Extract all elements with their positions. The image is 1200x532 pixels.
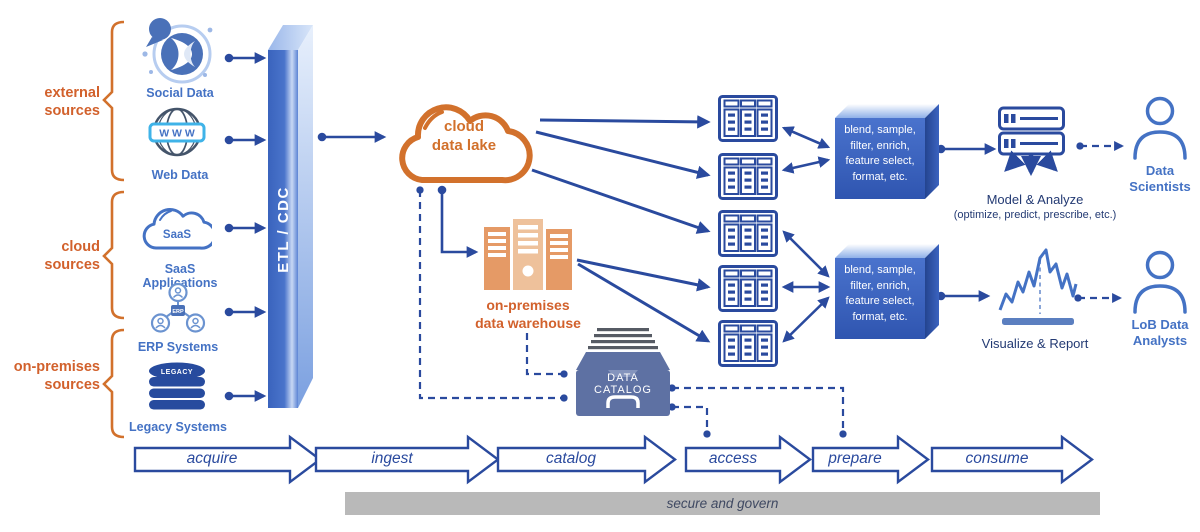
prepare-line: feature select, — [845, 155, 915, 168]
social-data-icon — [142, 18, 213, 84]
table-cube-arrows — [781, 126, 831, 343]
legacy-icon: LEGACY — [149, 362, 205, 410]
secure-govern-bar: secure and govern — [345, 492, 1100, 515]
data-catalog-label: DATA CATALOG — [594, 372, 652, 396]
etl-bar-label: ETL / CDC — [274, 185, 292, 273]
source-label-erp: ERP Systems — [137, 340, 219, 354]
lob-analysts-label: LoB Data Analysts — [1131, 317, 1189, 349]
prepare-cube-1: blend, sample, filter, enrich, feature s… — [833, 104, 939, 199]
secure-govern-label: secure and govern — [666, 496, 779, 511]
web-data-icon: W W W — [148, 107, 206, 157]
prepare-line: format, etc. — [852, 170, 908, 183]
fanout-arrows — [531, 115, 711, 343]
table-icon-1 — [718, 95, 778, 142]
model-analyze-icon — [998, 106, 1065, 177]
erp-hub-text: ERP — [172, 309, 184, 315]
group-brackets — [102, 20, 125, 439]
www-badge-text: W W W — [159, 128, 195, 140]
data-scientists-label: Data Scientists — [1129, 163, 1191, 195]
source-label-legacy: Legacy Systems — [129, 420, 227, 434]
group-label-onpremises: on-premises sources — [13, 359, 100, 394]
cloud-to-warehouse-arrow — [437, 185, 479, 258]
lob-analysts-icon — [1130, 248, 1190, 314]
process-step-consume: consume — [965, 450, 1029, 467]
prepare-line: format, etc. — [852, 310, 908, 323]
visualize-report-title: Visualize & Report — [981, 336, 1089, 351]
process-step-ingest: ingest — [371, 450, 413, 467]
erp-icon: ERP — [150, 283, 206, 333]
visualize-report-icon — [998, 248, 1078, 325]
persona-arrows — [1074, 141, 1124, 303]
process-step-prepare: prepare — [828, 450, 882, 467]
table-icon-4 — [718, 265, 778, 312]
warehouse-icon — [484, 219, 572, 290]
model-analyze-title: Model & Analyze — [986, 192, 1084, 207]
process-step-acquire: acquire — [186, 450, 238, 467]
saas-cloud-text: SaaS — [163, 229, 191, 241]
source-arrows — [224, 52, 997, 402]
data-catalog-icon: DATA CATALOG — [576, 328, 670, 416]
prepare-cube-text: blend, sample, filter, enrich, feature s… — [835, 123, 925, 185]
table-icon-2 — [718, 153, 778, 200]
warehouse-label: on-premises data warehouse — [475, 297, 581, 332]
prepare-line: blend, sample, — [844, 264, 916, 276]
table-icon-5 — [718, 320, 778, 367]
source-label-web: Web Data — [151, 168, 209, 182]
prepare-line: filter, enrich, — [850, 279, 910, 292]
catalog-dashed-links — [416, 186, 847, 438]
etl-cdc-bar: ETL / CDC — [268, 0, 314, 410]
prepare-cube-text: blend, sample, filter, enrich, feature s… — [835, 263, 925, 325]
group-label-external: external sources — [44, 85, 100, 120]
legacy-disk-text: LEGACY — [161, 369, 193, 376]
process-chevrons — [133, 434, 1094, 485]
model-analyze-subtitle: (optimize, predict, prescribe, etc.) — [953, 209, 1117, 221]
source-label-social: Social Data — [146, 86, 214, 100]
group-label-cloud: cloud sources — [44, 239, 100, 274]
prepare-line: filter, enrich, — [850, 139, 910, 152]
data-scientists-icon — [1130, 94, 1190, 160]
process-step-catalog: catalog — [546, 450, 596, 467]
prepare-cube-2: blend, sample, filter, enrich, feature s… — [833, 244, 939, 339]
saas-icon: SaaS — [142, 207, 212, 250]
prepare-line: blend, sample, — [844, 124, 916, 136]
process-step-access: access — [708, 450, 758, 467]
cloud-data-lake-label: cloud data lake — [431, 118, 497, 154]
cloud-data-lake-icon — [399, 104, 533, 184]
prepare-line: feature select, — [845, 295, 915, 308]
table-icon-3 — [718, 210, 778, 257]
